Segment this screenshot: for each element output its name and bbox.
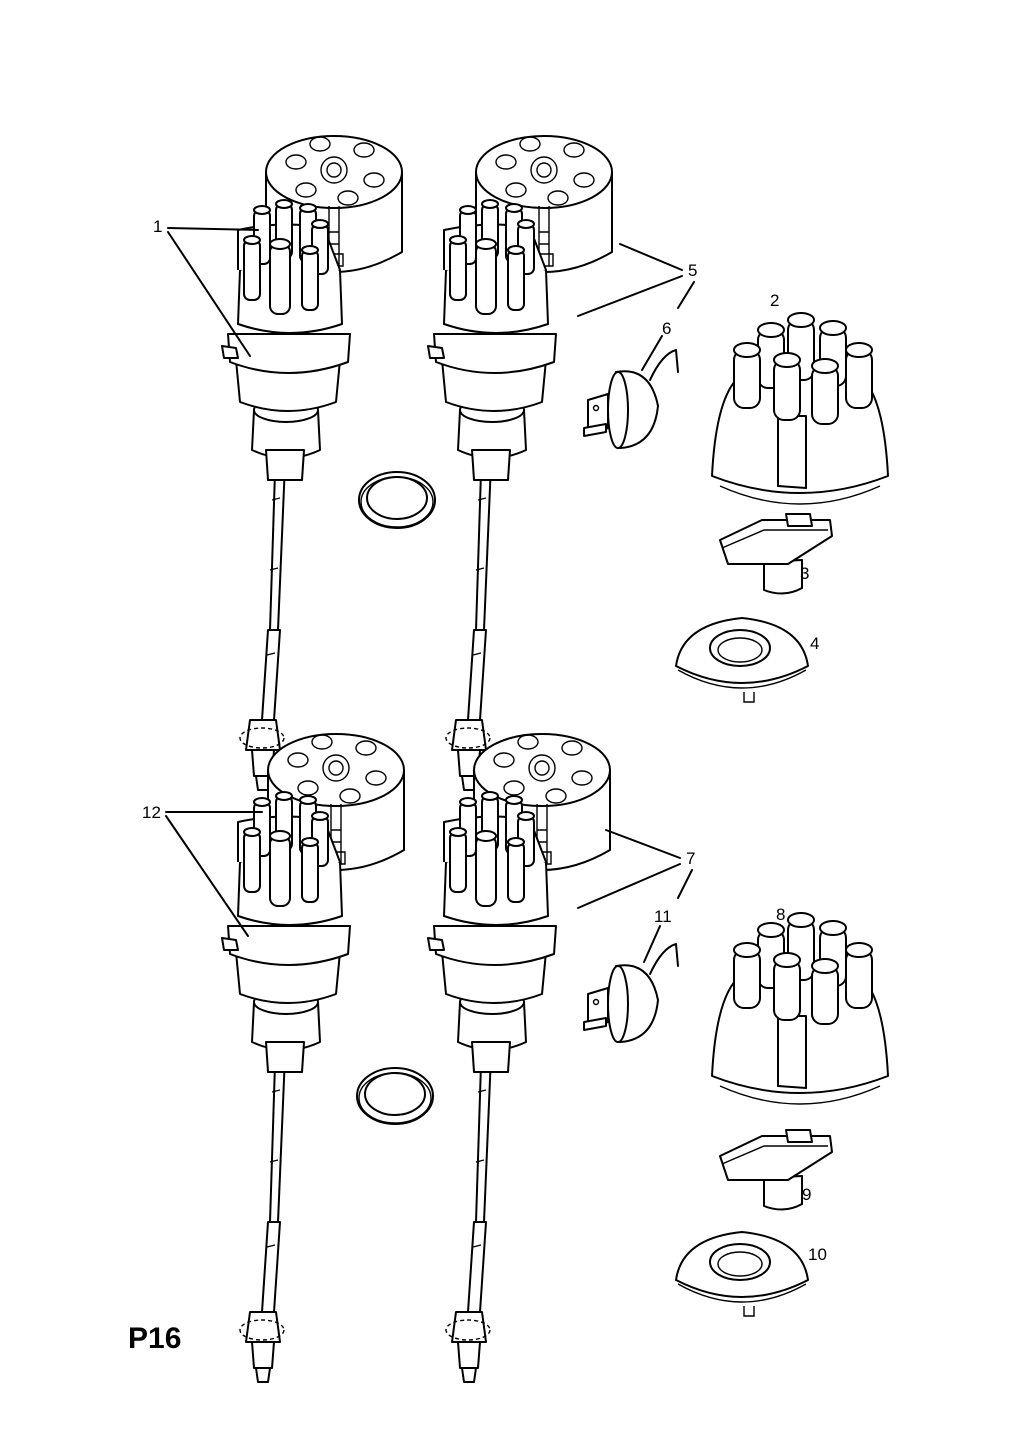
vacuum-advance-unit-bottom [583, 943, 679, 1043]
vacuum-advance-unit-top [583, 349, 679, 449]
page-code: P16 [128, 1322, 182, 1355]
callout-4: 4 [810, 634, 820, 653]
leader-lines [165, 227, 695, 963]
callout-11: 11 [654, 907, 672, 926]
callout-9: 9 [802, 1185, 812, 1204]
distributor-cap-top [711, 312, 889, 505]
distributor-assembly-top-left [221, 199, 351, 791]
callout-10: 10 [808, 1245, 827, 1264]
dust-shield-bottom [675, 1231, 809, 1317]
rotor-arm-bottom [719, 1129, 833, 1211]
dust-shield-top [675, 617, 809, 703]
callout-5: 5 [688, 261, 698, 280]
callout-1: 1 [153, 217, 163, 236]
callout-7: 7 [686, 849, 696, 868]
callout-12: 12 [142, 803, 161, 822]
callout-8: 8 [776, 905, 786, 924]
distributor-cap-bottom [711, 912, 889, 1105]
rotor-arm-top [719, 513, 833, 595]
callout-6: 6 [662, 319, 672, 338]
distributor-assembly-top-right [427, 199, 557, 791]
callout-2: 2 [770, 291, 780, 310]
seal-ring-top [358, 471, 436, 529]
distributor-assembly-bottom-left [221, 791, 351, 1383]
callout-3: 3 [800, 564, 810, 583]
distributor-assembly-bottom-right [427, 791, 557, 1383]
seal-ring-bottom [356, 1067, 434, 1125]
